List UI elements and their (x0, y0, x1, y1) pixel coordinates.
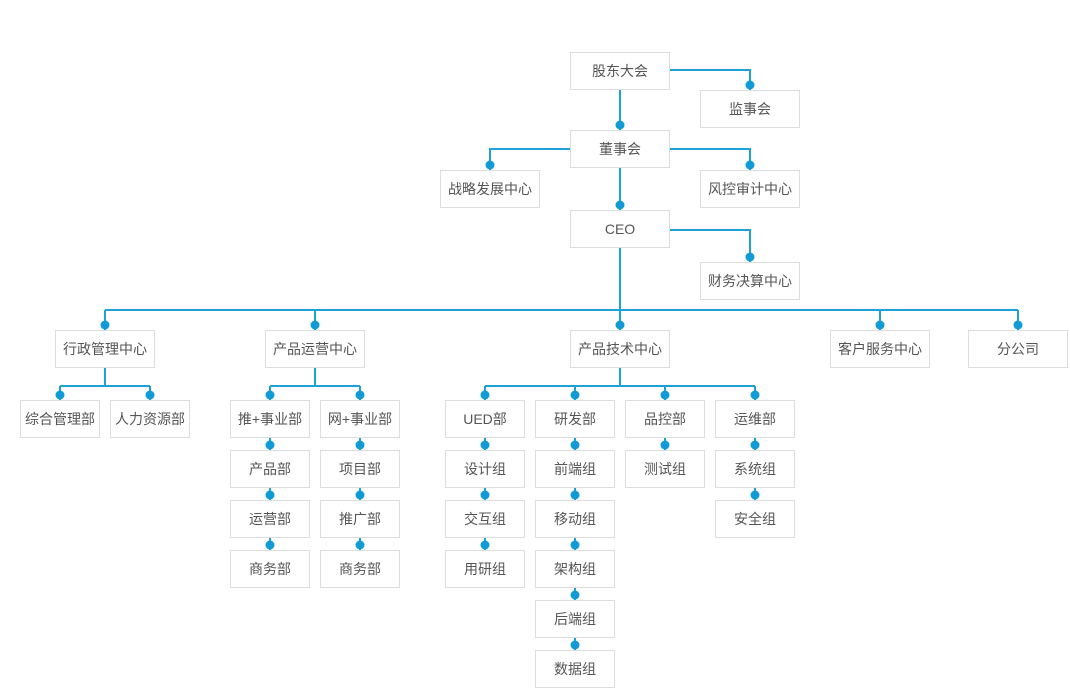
node-backend-group: 后端组 (535, 600, 615, 638)
node-tui-business-unit: 推+事业部 (230, 400, 310, 438)
node-ops-maintenance-dept: 运维部 (715, 400, 795, 438)
node-security-group: 安全组 (715, 500, 795, 538)
node-data-group: 数据组 (535, 650, 615, 688)
node-wang-business-unit: 网+事业部 (320, 400, 400, 438)
connector-dots (55, 80, 1023, 650)
node-product-tech-center: 产品技术中心 (570, 330, 670, 368)
node-ceo: CEO (570, 210, 670, 248)
node-interaction-group: 交互组 (445, 500, 525, 538)
node-admin-center: 行政管理中心 (55, 330, 155, 368)
node-product-dept: 产品部 (230, 450, 310, 488)
node-shareholders-meeting: 股东大会 (570, 52, 670, 90)
node-general-management-dept: 综合管理部 (20, 400, 100, 438)
node-operation-dept: 运营部 (230, 500, 310, 538)
node-rd-dept: 研发部 (535, 400, 615, 438)
node-ued-dept: UED部 (445, 400, 525, 438)
node-finance-center: 财务决算中心 (700, 262, 800, 300)
node-system-group: 系统组 (715, 450, 795, 488)
node-strategy-center: 战略发展中心 (440, 170, 540, 208)
node-business-dept-1: 商务部 (230, 550, 310, 588)
node-architecture-group: 架构组 (535, 550, 615, 588)
node-qc-dept: 品控部 (625, 400, 705, 438)
node-risk-audit-center: 风控审计中心 (700, 170, 800, 208)
node-test-group: 测试组 (625, 450, 705, 488)
node-product-operation-center: 产品运营中心 (265, 330, 365, 368)
node-frontend-group: 前端组 (535, 450, 615, 488)
node-mobile-group: 移动组 (535, 500, 615, 538)
node-promotion-dept: 推广部 (320, 500, 400, 538)
node-project-dept: 项目部 (320, 450, 400, 488)
node-branch-company: 分公司 (968, 330, 1068, 368)
node-customer-service-center: 客户服务中心 (830, 330, 930, 368)
node-hr-dept: 人力资源部 (110, 400, 190, 438)
node-business-dept-2: 商务部 (320, 550, 400, 588)
node-design-group: 设计组 (445, 450, 525, 488)
node-board-of-directors: 董事会 (570, 130, 670, 168)
node-supervisory-board: 监事会 (700, 90, 800, 128)
node-user-research-group: 用研组 (445, 550, 525, 588)
